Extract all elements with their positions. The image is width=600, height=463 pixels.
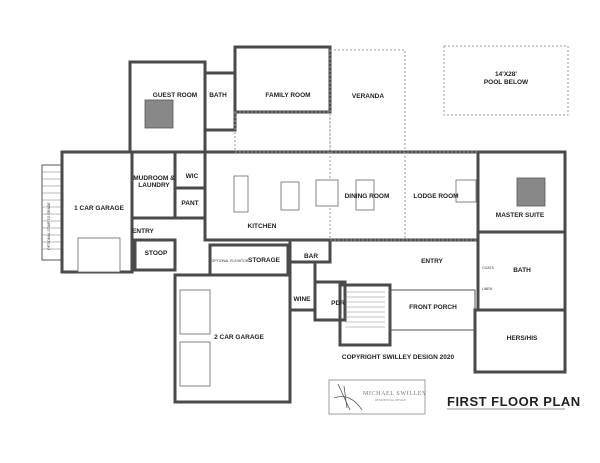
master-suite-label: MASTER SUITE bbox=[496, 212, 545, 219]
logo-name: MICHAEL SWILLEY bbox=[363, 391, 427, 397]
stoop-label: STOOP bbox=[145, 250, 168, 257]
storage-label: STORAGE bbox=[248, 257, 281, 264]
garage-door-3 bbox=[179, 341, 211, 387]
entry-label: ENTRY bbox=[421, 258, 443, 265]
dining-table bbox=[355, 179, 375, 211]
master-bed bbox=[516, 177, 546, 207]
two-car-garage-label: 2 CAR GARAGE bbox=[214, 334, 265, 341]
laundry-label: LAUNDRY bbox=[138, 182, 170, 189]
bar-label: BAR bbox=[304, 253, 318, 260]
kitchen-label: KITCHEN bbox=[248, 223, 277, 230]
fireplace bbox=[315, 179, 339, 207]
pdr-label: PDR bbox=[331, 300, 345, 307]
garage-door-2 bbox=[179, 289, 211, 335]
pool-label: POOL BELOW bbox=[484, 79, 529, 86]
pool-outline bbox=[443, 45, 569, 116]
guest-bed bbox=[144, 99, 174, 129]
veranda-label: VERANDA bbox=[352, 93, 384, 100]
linen-label: LINEN bbox=[482, 287, 493, 291]
side-entry-label: ENTRY bbox=[132, 228, 154, 235]
guest-room-label: GUEST ROOM bbox=[153, 92, 197, 99]
lodge-room-label: LODGE ROOM bbox=[413, 193, 458, 200]
garage-door-1 bbox=[77, 237, 121, 273]
guest-bath-label: BATH bbox=[209, 92, 227, 99]
pool-size-label: 14'X28' bbox=[495, 71, 517, 78]
main-stair bbox=[345, 291, 385, 328]
wine-label: WINE bbox=[294, 296, 312, 303]
plan-title: FIRST FLOOR PLAN bbox=[447, 394, 581, 409]
dining-room-label: DINING ROOM bbox=[345, 193, 390, 200]
master-bath-label: BATH bbox=[513, 267, 531, 274]
kitchen-table bbox=[280, 181, 300, 211]
lodge-fireplace bbox=[455, 179, 477, 203]
kitchen-island bbox=[233, 175, 249, 213]
logo-subtitle: RESIDENTIAL DESIGN bbox=[375, 398, 407, 402]
mudroom-label: MUDROOM & bbox=[133, 175, 175, 182]
wic-label: WIC bbox=[186, 173, 199, 180]
one-car-garage-label: 1 CAR GARAGE bbox=[74, 205, 125, 212]
pant-label: PANT bbox=[181, 200, 198, 207]
designer-logo: MICHAEL SWILLEY RESIDENTIAL DESIGN bbox=[328, 379, 427, 415]
front-porch-label: FRONT PORCH bbox=[409, 304, 457, 311]
walls bbox=[60, 45, 567, 404]
hers-his-label: HERS/HIS bbox=[507, 335, 538, 342]
family-room-label: FAMILY ROOM bbox=[265, 92, 310, 99]
optional-elevator-label: OPTIONAL ELEVATOR bbox=[212, 259, 249, 263]
copyright-text: COPYRIGHT SWILLEY DESIGN 2020 bbox=[342, 354, 455, 361]
side-stair-label: OPTIONAL STAIR TO GRADE bbox=[47, 202, 51, 250]
coats-label: COATS bbox=[482, 266, 494, 270]
side-stair: OPTIONAL STAIR TO GRADE bbox=[41, 164, 63, 261]
